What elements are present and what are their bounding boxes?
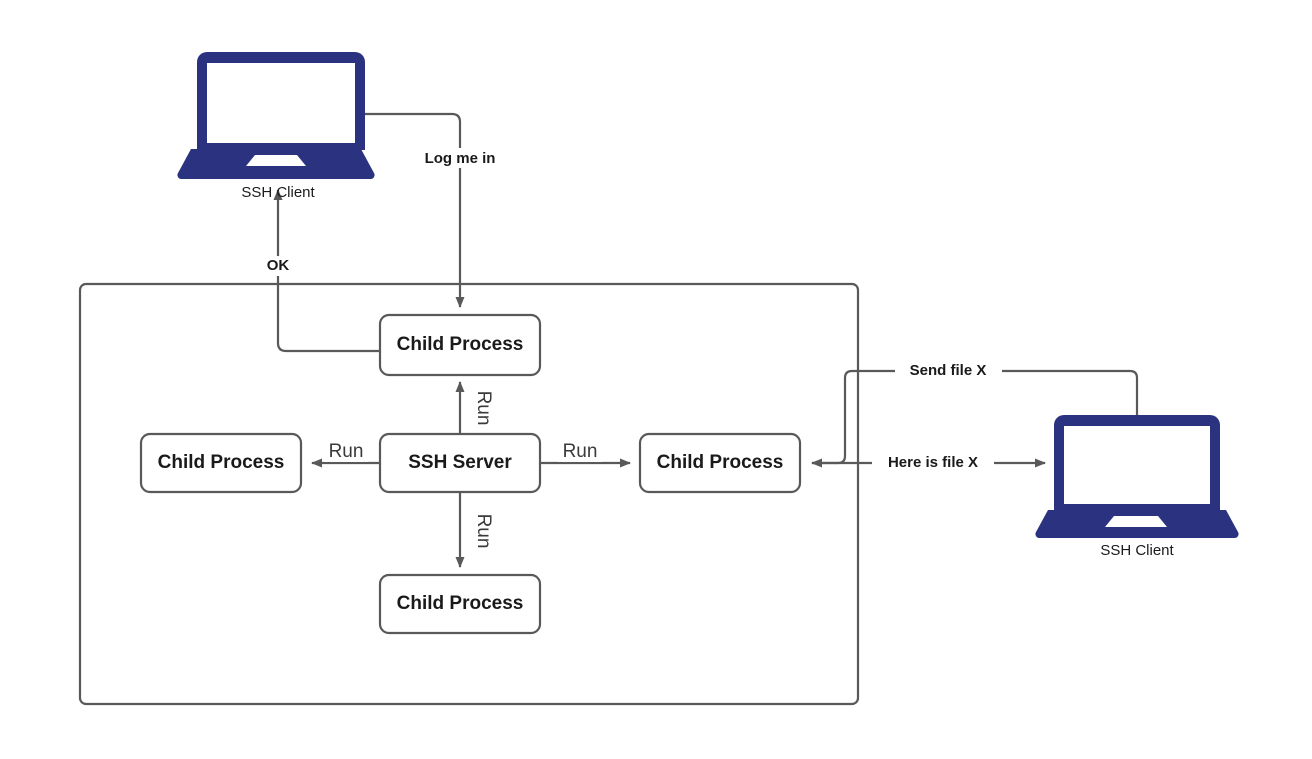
- ssh-client-right-caption: SSH Client: [1100, 542, 1174, 559]
- ssh-server[interactable]: SSH Server: [378, 432, 542, 494]
- ssh-client-top-caption: SSH Client: [241, 184, 315, 201]
- edge-send-file-x: [811, 369, 1139, 468]
- child-process-bottom[interactable]: Child Process: [378, 573, 542, 635]
- laptop-icon: [1035, 415, 1239, 539]
- edge-label-run-left-text: Run: [329, 441, 364, 462]
- edge-label-send-file-x-text: Send file X: [910, 362, 987, 379]
- edge-label-run-top: Run: [473, 391, 494, 426]
- child-process-left[interactable]: Child Process: [139, 432, 303, 494]
- child-process-top-label: Child Process: [397, 334, 524, 355]
- edge-label-log-me-in-text: Log me in: [425, 150, 496, 167]
- edge-label-here-is-file-x-text: Here is file X: [888, 454, 978, 471]
- laptop-icon: [177, 52, 375, 180]
- edge-log-me-in: [360, 112, 465, 308]
- ssh-server-host-boundary: [78, 282, 860, 706]
- ssh-client-right[interactable]: SSH Client: [1035, 415, 1239, 559]
- child-process-right-label: Child Process: [657, 452, 784, 473]
- edge-label-run-left: Run: [324, 440, 368, 462]
- edge-label-here-is-file-x: Here is file X: [872, 453, 994, 473]
- child-process-bottom-label: Child Process: [397, 593, 524, 614]
- edge-label-log-me-in: Log me in: [411, 148, 509, 168]
- ssh-client-top[interactable]: SSH Client: [177, 52, 375, 201]
- child-process-left-label: Child Process: [158, 452, 285, 473]
- ssh-server-label: SSH Server: [408, 452, 512, 473]
- edge-label-send-file-x: Send file X: [895, 361, 1002, 381]
- edge-label-run-right: Run: [558, 440, 602, 462]
- edge-label-ok: OK: [261, 256, 295, 276]
- child-process-top[interactable]: Child Process: [378, 313, 542, 377]
- edge-label-run-bottom: Run: [473, 514, 494, 549]
- edge-label-ok-text: OK: [267, 257, 290, 274]
- child-process-right[interactable]: Child Process: [638, 432, 802, 494]
- edge-ok: [273, 189, 380, 353]
- edge-label-run-top-text: Run: [473, 391, 494, 426]
- edge-label-run-bottom-text: Run: [473, 514, 494, 549]
- edge-label-run-right-text: Run: [563, 441, 598, 462]
